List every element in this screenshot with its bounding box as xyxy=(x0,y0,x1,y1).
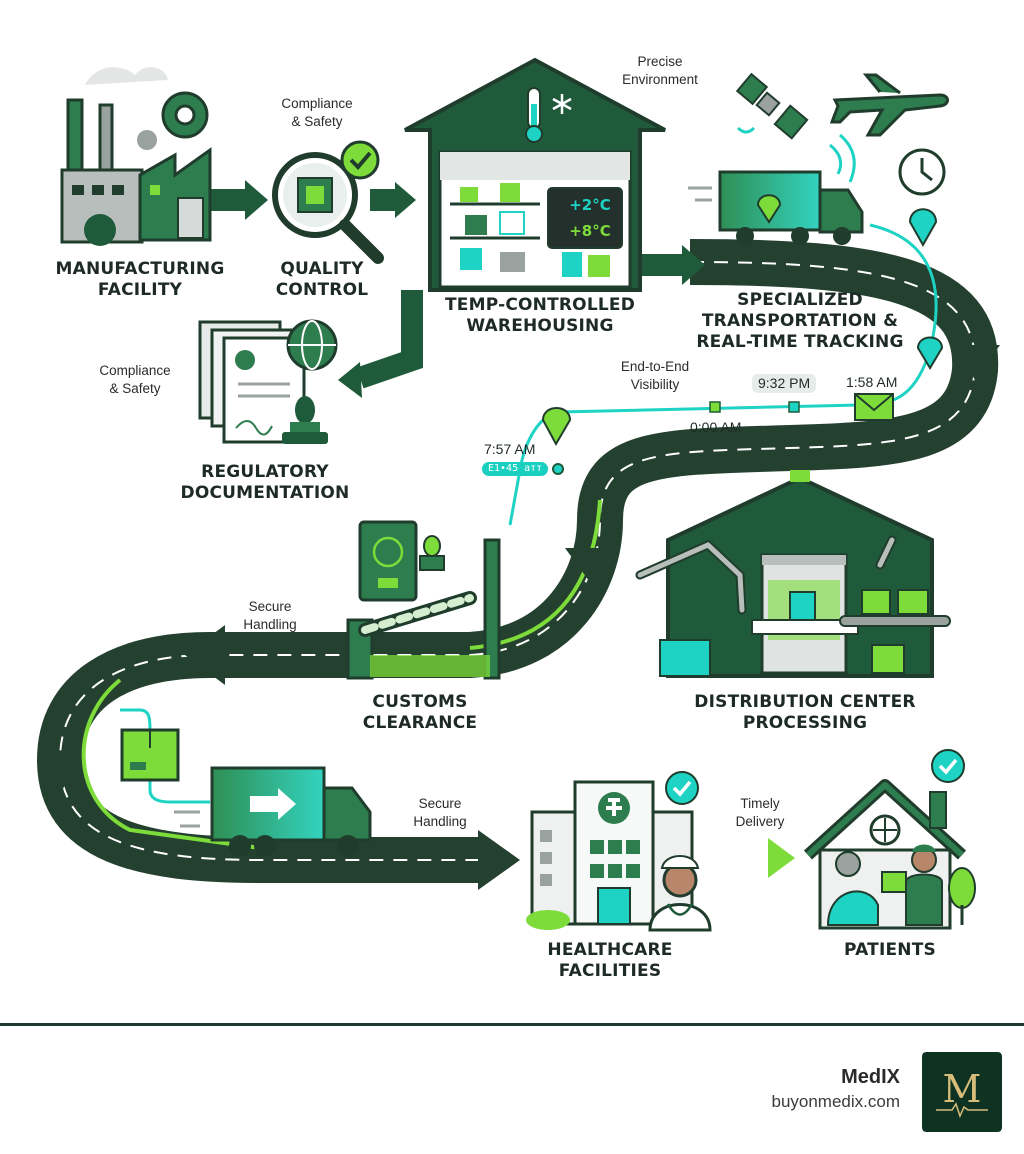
stage-label-customs: CUSTOMS CLEARANCE xyxy=(362,692,478,733)
thermometer-icon xyxy=(525,87,543,143)
envelope-icon xyxy=(854,393,894,421)
distribution-center-icon xyxy=(659,470,951,678)
note-timely-delivery: Timely Delivery xyxy=(735,796,785,829)
hospital-icon xyxy=(526,780,694,930)
stamp-icon xyxy=(419,535,445,571)
footer-divider xyxy=(0,1023,1024,1026)
stage-label-patients: PATIENTS xyxy=(844,940,936,960)
gear-icon xyxy=(137,91,209,150)
passport-icon xyxy=(358,520,418,602)
stage-label-regulatory: REGULATORY DOCUMENTATION xyxy=(180,462,350,503)
warehouse-temp-high: +2°C xyxy=(569,196,611,214)
robot-arm-icon xyxy=(637,537,895,613)
clock-icon xyxy=(898,148,946,196)
factory-icon xyxy=(60,67,212,246)
truck-icon xyxy=(174,766,372,857)
stage-label-manufacturing: MANUFACTURING FACILITY xyxy=(55,259,225,300)
nurse-icon xyxy=(648,855,712,932)
snowflake-icon xyxy=(552,94,572,114)
medix-logo: M xyxy=(922,1052,1002,1132)
globe-icon xyxy=(286,319,338,371)
connector-arrows xyxy=(205,180,795,878)
signal-waves xyxy=(829,133,856,183)
road-arrow-head xyxy=(40,760,82,790)
timestamp-9-32: 9:32 PM xyxy=(752,374,817,393)
stamp-icon xyxy=(282,396,328,444)
checkmark-icon xyxy=(665,771,699,805)
delivery-person-icon xyxy=(881,844,943,926)
logo-heartbeat-line xyxy=(936,1102,988,1119)
stage-label-healthcare: HEALTHCARE FACILITIES xyxy=(547,940,673,981)
satellite-icon xyxy=(735,72,809,140)
logo-letter: M xyxy=(943,1067,982,1111)
stage-label-transportation: SPECIALIZED TRANSPORTATION & REAL-TIME T… xyxy=(696,290,904,352)
stage-label-distribution: DISTRIBUTION CENTER PROCESSING xyxy=(694,692,916,733)
timestamp-0-00: 0:00 AM xyxy=(690,419,742,435)
supply-chain-diagram: +2°C +8°C xyxy=(36,57,1000,932)
stage-label-warehousing: TEMP-CONTROLLED WAREHOUSING xyxy=(444,295,636,336)
road-arrow-head xyxy=(565,548,620,585)
note-compliance-top: Compliance & Safety xyxy=(281,96,353,129)
warehouse-temp-low: +8°C xyxy=(569,222,611,240)
patient-icon xyxy=(826,851,879,926)
barrier-gate-icon xyxy=(346,538,501,680)
brand-url[interactable]: buyonmedix.com xyxy=(771,1092,900,1111)
note-secure-handling-2: Secure Handling xyxy=(413,796,467,829)
warehouse-icon xyxy=(404,57,666,292)
brand-name: MedIX xyxy=(841,1066,900,1088)
note-compliance-left: Compliance & Safety xyxy=(99,363,171,396)
airplane-icon xyxy=(829,73,949,137)
road-arrow-head xyxy=(478,830,520,890)
magnifier-chip-icon xyxy=(272,152,384,264)
note-precise-environment: Precise Environment xyxy=(622,54,698,87)
road-arrow-head xyxy=(955,345,1000,380)
stage-label-quality-control: QUALITY CONTROL xyxy=(275,259,369,300)
checkmark-icon xyxy=(340,140,380,180)
timestamp-1-58: 1:58 AM xyxy=(846,374,898,390)
road-arrow-head xyxy=(185,625,225,685)
box-icon xyxy=(120,728,180,782)
note-end-to-end: End-to-End Visibility xyxy=(620,359,690,392)
checkmark-icon xyxy=(931,749,965,783)
location-pin-icon xyxy=(541,208,944,447)
tracking-badge: E1•45 атт xyxy=(482,462,549,476)
note-secure-handling-1: Secure Handling xyxy=(243,599,297,632)
truck-icon xyxy=(688,170,864,245)
timestamp-7-57: 7:57 AM xyxy=(484,441,536,457)
logo-background xyxy=(922,1052,1002,1132)
